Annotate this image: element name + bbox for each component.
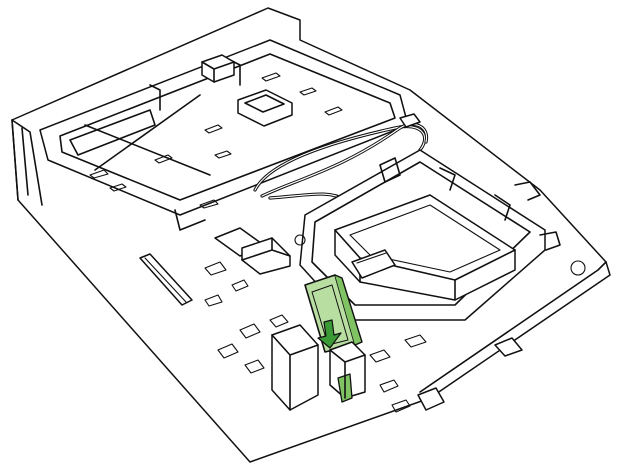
hard-drive-bay bbox=[294, 149, 586, 321]
rear-frame bbox=[39, 39, 409, 231]
card-slot bbox=[271, 324, 366, 411]
board-features bbox=[139, 227, 523, 413]
insert-arrow-icon bbox=[317, 319, 342, 349]
